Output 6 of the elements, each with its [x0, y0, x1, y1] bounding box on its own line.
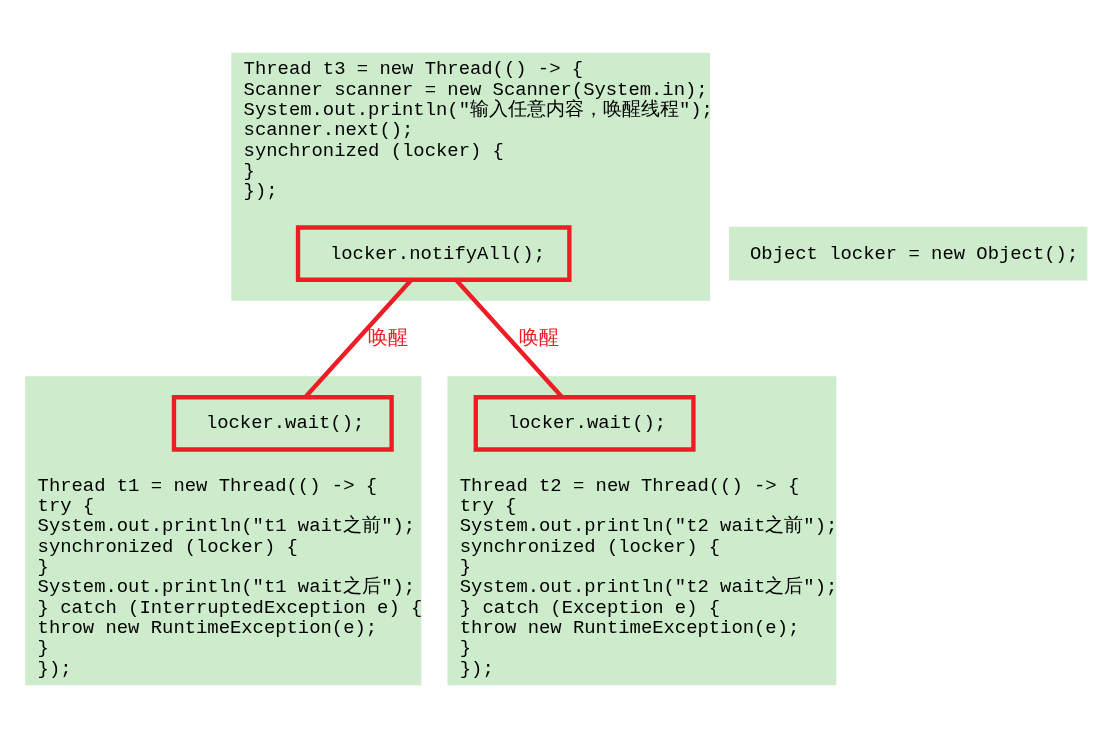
node-box: locker.wait();: [473, 395, 696, 452]
node-box: Object locker = new Object();: [728, 226, 1088, 281]
node-box: locker.wait();: [171, 395, 394, 452]
edge-label: 唤醒: [518, 324, 559, 349]
edge-label: 唤醒: [367, 324, 408, 349]
node-box: locker.notifyAll();: [295, 225, 572, 282]
